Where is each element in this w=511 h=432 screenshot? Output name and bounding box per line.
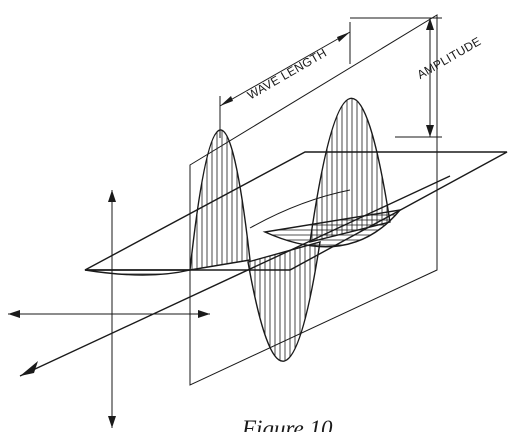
amplitude-dimension xyxy=(350,17,442,138)
magnetic-wave-curve-back xyxy=(249,189,351,229)
wave-length-dimension xyxy=(219,22,351,138)
amplitude-label: AMPLITUDE xyxy=(415,34,484,82)
vertical-electric-plane xyxy=(189,14,438,386)
electric-wave-lobe-2 xyxy=(309,97,391,243)
reference-axes xyxy=(8,190,210,428)
magnetic-wave-lobe-1 xyxy=(84,269,191,276)
propagation-arrowhead xyxy=(20,361,38,376)
propagation-axis xyxy=(19,175,451,377)
horizontal-magnetic-plane xyxy=(84,151,508,271)
figure-caption: Figure 10 xyxy=(241,416,333,432)
wave-length-label: WAVE LENGTH xyxy=(245,46,329,103)
